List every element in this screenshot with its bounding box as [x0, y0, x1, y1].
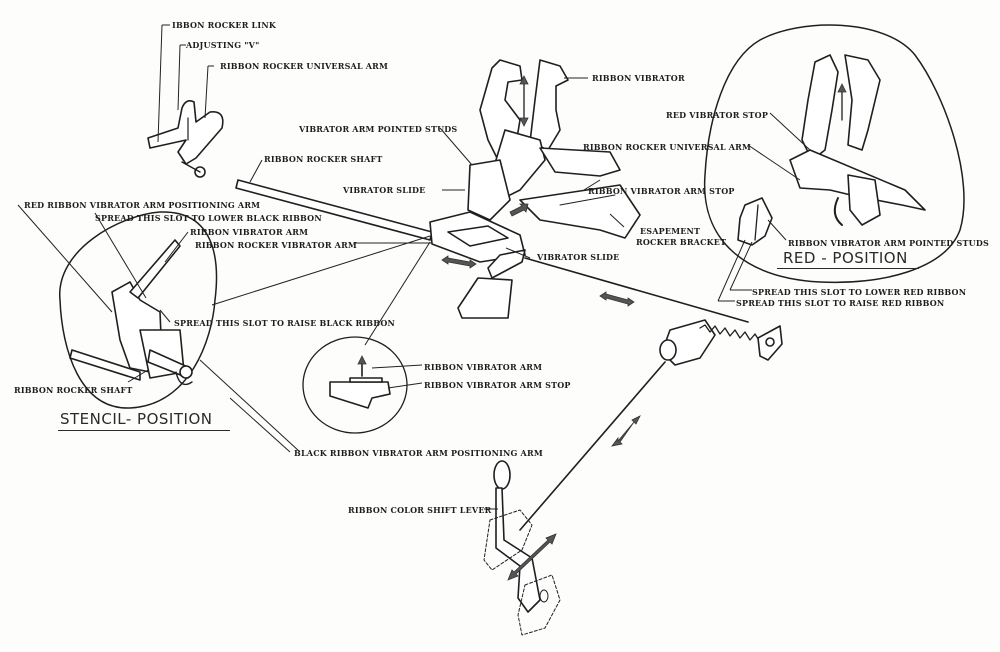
label-adjusting-v: ADJUSTING "V": [186, 40, 260, 50]
label-ribbon-rocker-link: IBBON ROCKER LINK: [172, 20, 276, 30]
label-ribbon-rocker-universal-arm-red: RIBBON ROCKER UNIVERSAL ARM: [583, 142, 752, 152]
red-inset-parts: [737, 54, 926, 246]
label-ribbon-vibrator-arm-detail: RIBBON VIBRATOR ARM: [424, 362, 543, 372]
leader-lines: [17, 77, 811, 510]
label-red-ribbon-positioning-arm: RED RIBBON VIBRATOR ARM POSITIONING ARM: [24, 200, 261, 210]
label-ribbon-rocker-vibrator-arm: RIBBON ROCKER VIBRATOR ARM: [195, 240, 357, 250]
label-ribbon-vibrator-arm-stop: RIBBON VIBRATOR ARM STOP: [588, 186, 735, 196]
label-ribbon-vibrator-arm-pointed-studs-red: RIBBON VIBRATOR ARM POINTED STUDS: [788, 238, 989, 248]
motion-arrow: [509, 203, 529, 217]
label-red-vibrator-stop: RED VIBRATOR STOP: [666, 110, 769, 120]
label-spread-raise-black: SPREAD THIS SLOT TO RAISE BLACK RIBBON: [174, 318, 396, 328]
motion-arrow: [599, 291, 635, 307]
label-ribbon-color-shift-lever: RIBBON COLOR SHIFT LEVER: [348, 505, 492, 515]
label-ribbon-vibrator-arm: RIBBON VIBRATOR ARM: [190, 227, 309, 237]
universal-arm-part: [147, 100, 224, 178]
label-spread-raise-red: SPREAD THIS SLOT TO RAISE RED RIBBON: [736, 298, 945, 308]
red-inset-outline: [703, 24, 965, 284]
ribbon-rocker-shaft: [235, 179, 433, 241]
stencil-position-title: STENCIL- POSITION: [60, 410, 213, 428]
red-title-underline: [777, 268, 919, 269]
central-vibrator-assembly: [429, 59, 641, 319]
motion-arrow: [611, 415, 641, 447]
stencil-inset-parts: [69, 239, 193, 386]
label-spread-lower-red: SPREAD THIS SLOT TO LOWER RED RIBBON: [752, 287, 967, 297]
stencil-inset-outline: [59, 211, 218, 409]
shift-connecting-rod: [524, 257, 749, 323]
label-vibrator-slide-upper: VIBRATOR SLIDE: [343, 185, 426, 195]
detail-inset-parts: [329, 355, 391, 409]
motion-arrow: [441, 255, 477, 269]
label-ribbon-vibrator: RIBBON VIBRATOR: [592, 73, 685, 83]
label-ribbon-rocker-shaft-inset: RIBBON ROCKER SHAFT: [14, 385, 133, 395]
motion-arrow: [507, 533, 557, 581]
shift-lever-rod: [519, 361, 666, 531]
ribbon-color-shift-lever: [483, 460, 561, 636]
label-ribbon-rocker-shaft: RIBBON ROCKER SHAFT: [264, 154, 383, 164]
label-spread-lower-black: SPREAD THIS SLOT TO LOWER BLACK RIBBON: [95, 213, 322, 223]
label-escapement: ESAPEMENT: [640, 226, 701, 236]
red-position-title: RED - POSITION: [783, 249, 908, 267]
label-rocker-bracket: ROCKER BRACKET: [636, 237, 727, 247]
label-vibrator-arm-pointed-studs: VIBRATOR ARM POINTED STUDS: [299, 124, 458, 134]
spring-linkage: [659, 319, 783, 366]
label-black-ribbon-positioning-arm: BLACK RIBBON VIBRATOR ARM POSITIONING AR…: [294, 448, 543, 458]
label-ribbon-vibrator-arm-stop-detail: RIBBON VIBRATOR ARM STOP: [424, 380, 571, 390]
label-vibrator-slide-lower: VIBRATOR SLIDE: [537, 252, 620, 262]
label-ribbon-rocker-universal-arm: RIBBON ROCKER UNIVERSAL ARM: [220, 61, 389, 71]
stencil-title-underline: [58, 430, 230, 431]
